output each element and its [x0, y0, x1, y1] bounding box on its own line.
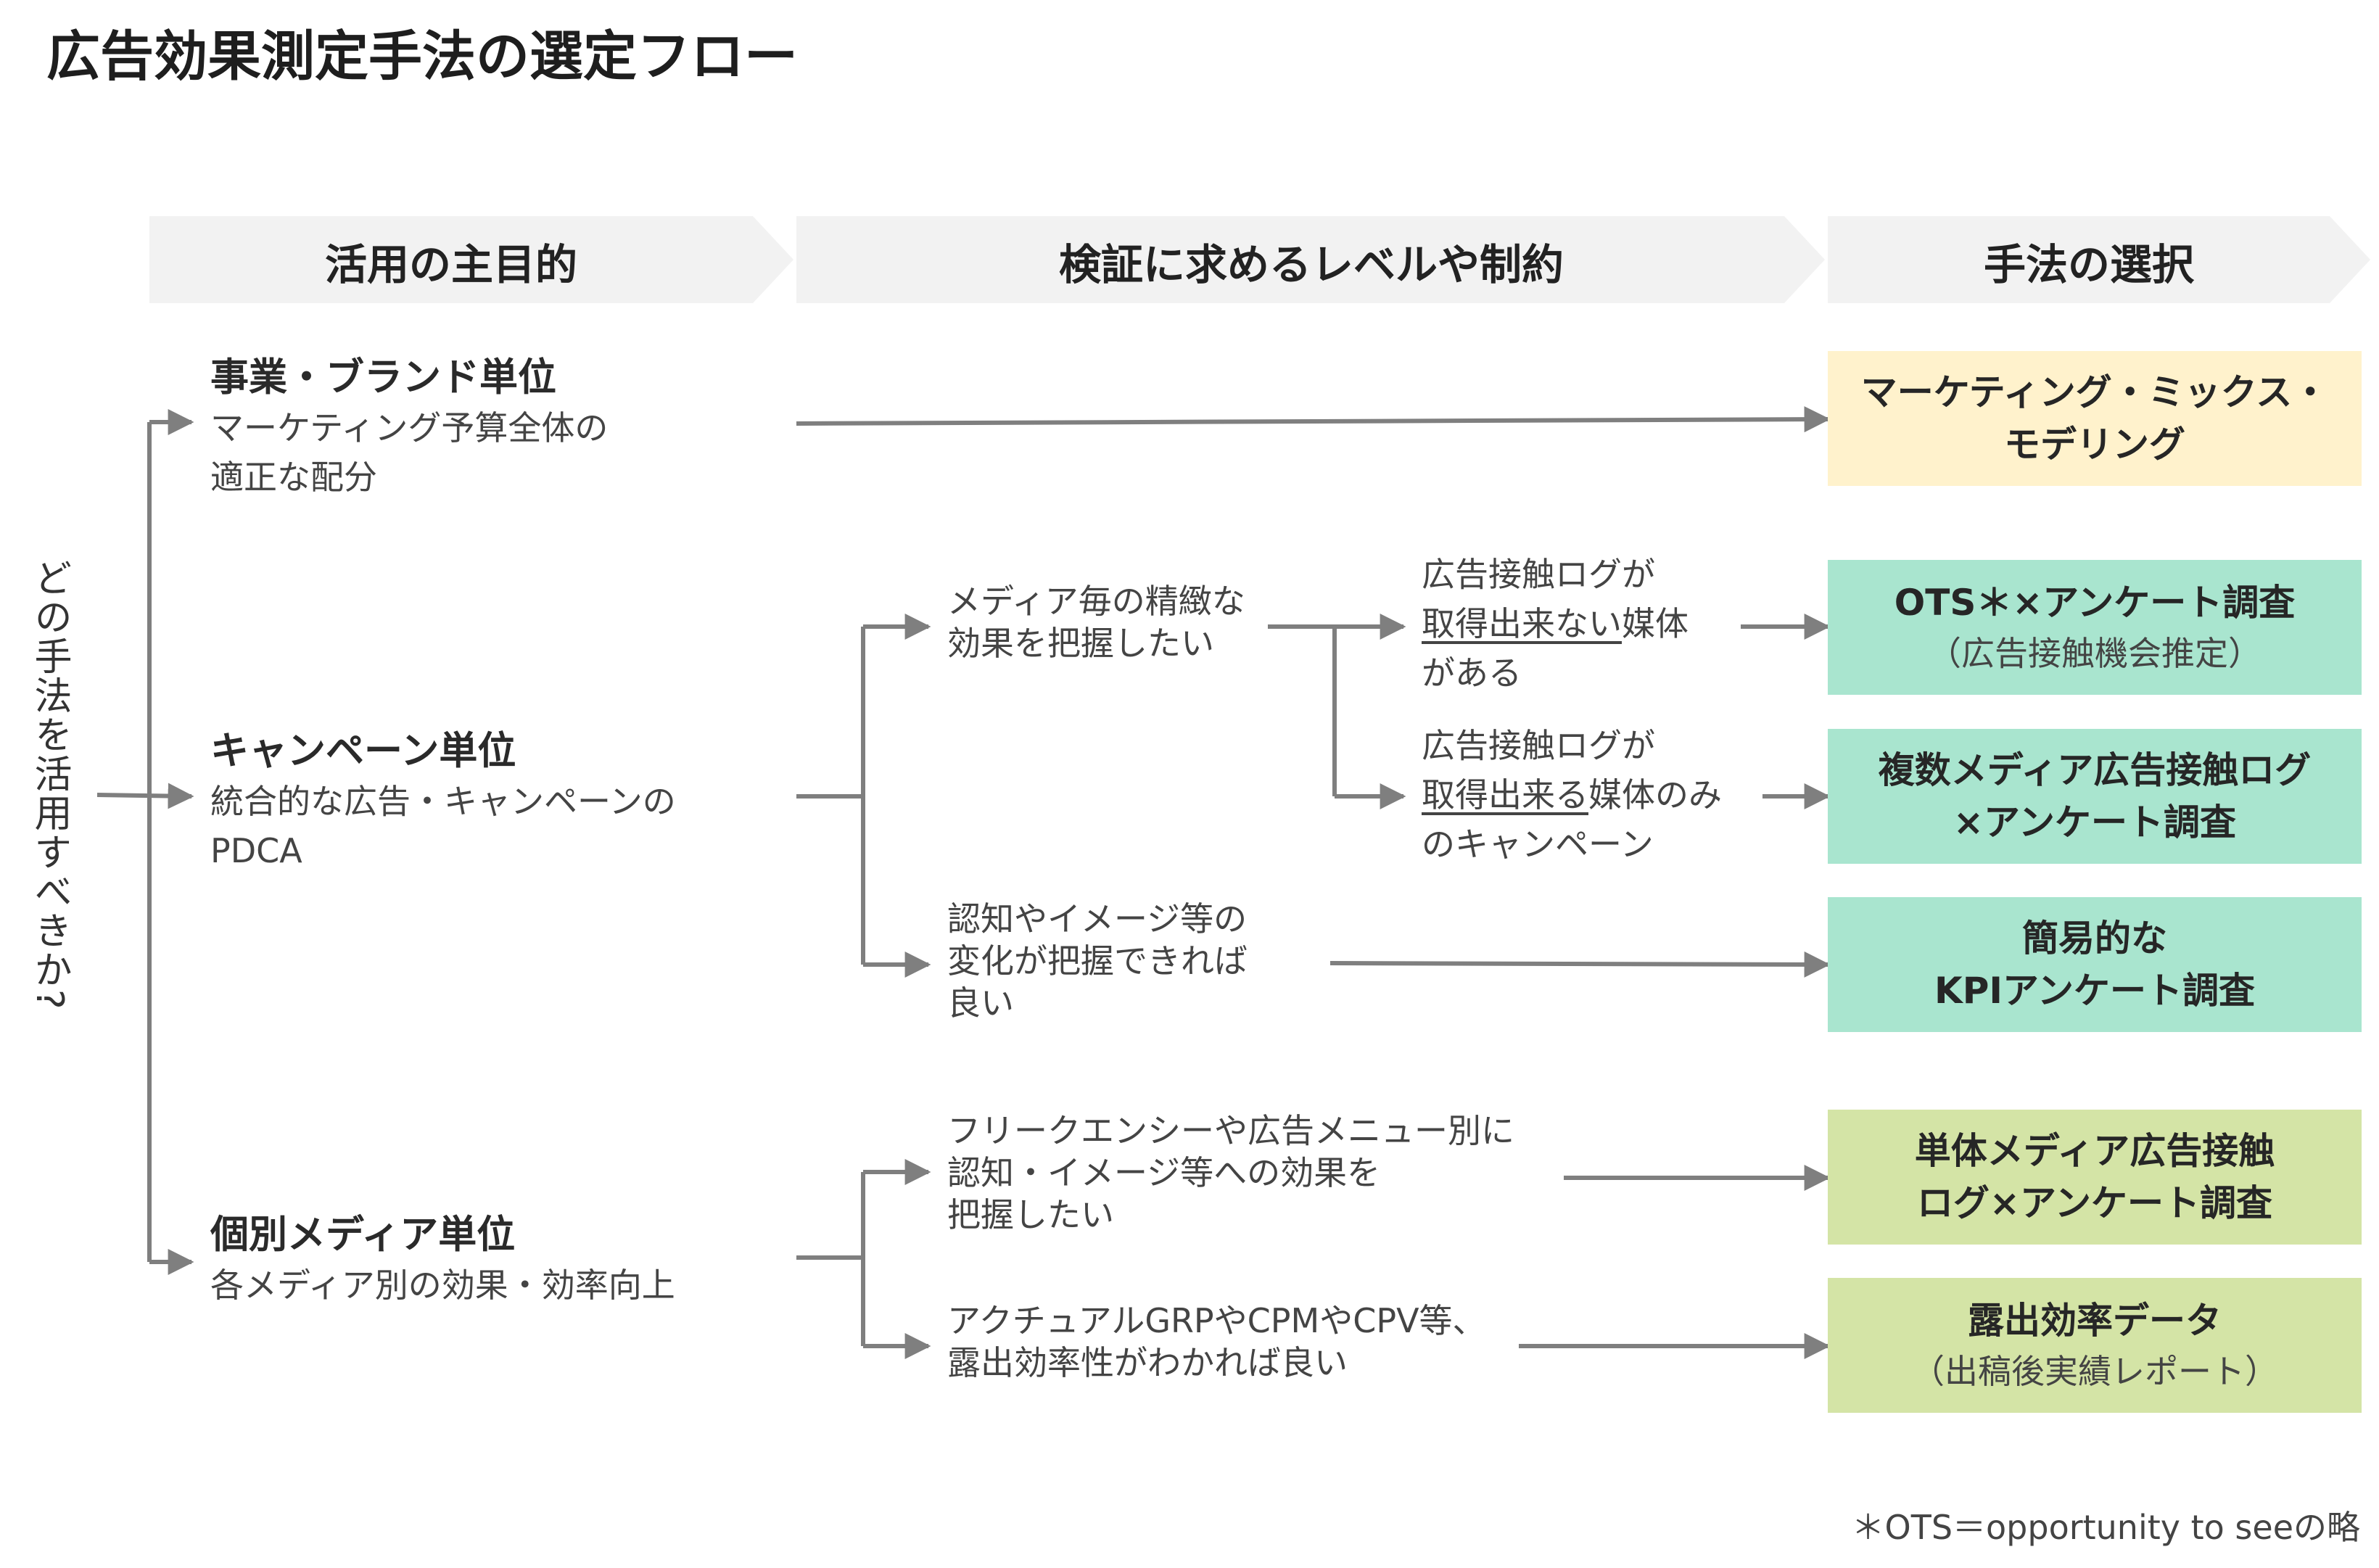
condition-line: 変化が把握できれば — [947, 941, 1248, 981]
subcondition-cannot-get: 広告接触ログが 取得出来ない媒体 がある — [1422, 550, 1689, 698]
purpose-desc: 各メディア別の効果・効率向上 — [210, 1260, 675, 1310]
purpose-desc-line: 統合的な広告・キャンペーンの — [210, 782, 676, 821]
method-subtitle: （広告接触機会推定） — [1928, 634, 2262, 673]
method-title-line: モデリング — [2004, 424, 2185, 466]
subcondition-line: 取得出来ない媒体 — [1422, 599, 1689, 648]
purpose-desc-line: マーケティング予算全体の — [210, 408, 609, 447]
method-title-line: マーケティング・ミックス・ — [1860, 371, 2329, 413]
method-title-line: 単体メディア広告接触 — [1914, 1130, 2275, 1172]
condition-line: 効果を把握したい — [947, 624, 1214, 663]
purpose-desc-line: 各メディア別の効果・効率向上 — [210, 1266, 675, 1305]
footnote: ＊OTS＝opportunity to seeの略 — [1851, 1508, 2360, 1547]
purpose-title: キャンペーン単位 — [210, 729, 516, 773]
condition-line: 認知やイメージ等の — [947, 899, 1248, 938]
method-title-line: ログ×アンケート調査 — [1917, 1182, 2272, 1224]
subcondition-rest: 媒体 — [1622, 604, 1689, 643]
subcondition-emphasis: 取得出来ない — [1422, 604, 1622, 643]
page-title: 広告効果測定手法の選定フロー — [46, 25, 798, 88]
condition-actual-grp: アクチュアルGRPやCPMやCPV等、 露出効率性がわかれば良い — [947, 1300, 1486, 1384]
method-title-line: OTS＊×アンケート調査 — [1894, 582, 2296, 624]
subcondition-line: がある — [1422, 653, 1522, 693]
condition-line: 良い — [947, 983, 1014, 1023]
subcondition-line: のキャンペーン — [1422, 825, 1654, 864]
method-multi-log: 複数メディア広告接触ログ ×アンケート調査 — [1828, 729, 2362, 864]
condition-line: アクチュアルGRPやCPMやCPV等、 — [947, 1301, 1486, 1340]
subcondition-rest: 媒体のみ — [1588, 775, 1722, 814]
method-title-line: KPIアンケート調査 — [1934, 970, 2255, 1012]
header-level: 検証に求めるレベルや制約 — [1058, 240, 1564, 289]
header-purpose: 活用の主目的 — [324, 240, 577, 289]
subcondition-line: 広告接触ログが — [1422, 555, 1655, 594]
purpose-title: 事業・ブランド単位 — [210, 355, 556, 400]
header-method: 手法の選択 — [1983, 240, 2194, 289]
method-kpi: 簡易的な KPIアンケート調査 — [1828, 897, 2362, 1032]
purpose-desc: マーケティング予算全体の 適正な配分 — [210, 403, 608, 502]
header-chevron-purpose — [149, 216, 793, 303]
connector-awareness-kpi — [1329, 951, 1831, 978]
header-chevron-level — [796, 216, 1825, 303]
subcondition-can-get: 広告接触ログが 取得出来る媒体のみ のキャンペーン — [1422, 721, 1722, 869]
method-title-line: 露出効率データ — [1968, 1300, 2222, 1342]
condition-line: メディア毎の精緻な — [947, 582, 1245, 621]
condition-line: 把握したい — [947, 1195, 1114, 1234]
condition-frequency: フリークエンシーや広告メニュー別に 認知・イメージ等への効果を 把握したい — [947, 1110, 1514, 1236]
method-title-line: 複数メディア広告接触ログ — [1878, 749, 2312, 791]
purpose-title: 個別メディア単位 — [210, 1213, 516, 1257]
purpose-desc-line: 適正な配分 — [210, 458, 377, 497]
connector-business-mmm — [796, 406, 1831, 433]
method-title-line: ×アンケート調査 — [1953, 801, 2236, 843]
method-title-line: 簡易的な — [2022, 917, 2167, 960]
condition-line: 露出効率性がわかれば良い — [947, 1343, 1348, 1382]
purpose-campaign: キャンペーン単位 統合的な広告・キャンペーンの PDCA — [210, 720, 676, 875]
method-mmm: マーケティング・ミックス・ モデリング — [1828, 351, 2362, 486]
header-chevron-method — [1828, 216, 2370, 303]
connector-question — [96, 783, 194, 809]
question-label: どの手法を活用すべきか? — [28, 558, 71, 1011]
subcondition-line: 広告接触ログが — [1422, 726, 1655, 765]
method-exposure: 露出効率データ （出稿後実績レポート） — [1828, 1278, 2362, 1413]
purpose-media: 個別メディア単位 各メディア別の効果・効率向上 — [210, 1204, 675, 1310]
condition-awareness-change: 認知やイメージ等の 変化が把握できれば 良い — [947, 898, 1248, 1024]
condition-line: 認知・イメージ等への効果を — [947, 1153, 1381, 1192]
purpose-desc: 統合的な広告・キャンペーンの PDCA — [210, 777, 676, 875]
method-single-log: 単体メディア広告接触 ログ×アンケート調査 — [1828, 1110, 2362, 1245]
method-subtitle: （出稿後実績レポート） — [1911, 1352, 2278, 1391]
purpose-desc-line: PDCA — [210, 831, 302, 870]
condition-media-detail: メディア毎の精緻な 効果を把握したい — [947, 580, 1245, 664]
condition-line: フリークエンシーや広告メニュー別に — [947, 1111, 1514, 1150]
purpose-business: 事業・ブランド単位 マーケティング予算全体の 適正な配分 — [210, 347, 608, 502]
subcondition-line: 取得出来る媒体のみ — [1422, 770, 1722, 820]
method-ots: OTS＊×アンケート調査 （広告接触機会推定） — [1828, 560, 2362, 695]
subcondition-emphasis: 取得出来る — [1422, 775, 1588, 814]
